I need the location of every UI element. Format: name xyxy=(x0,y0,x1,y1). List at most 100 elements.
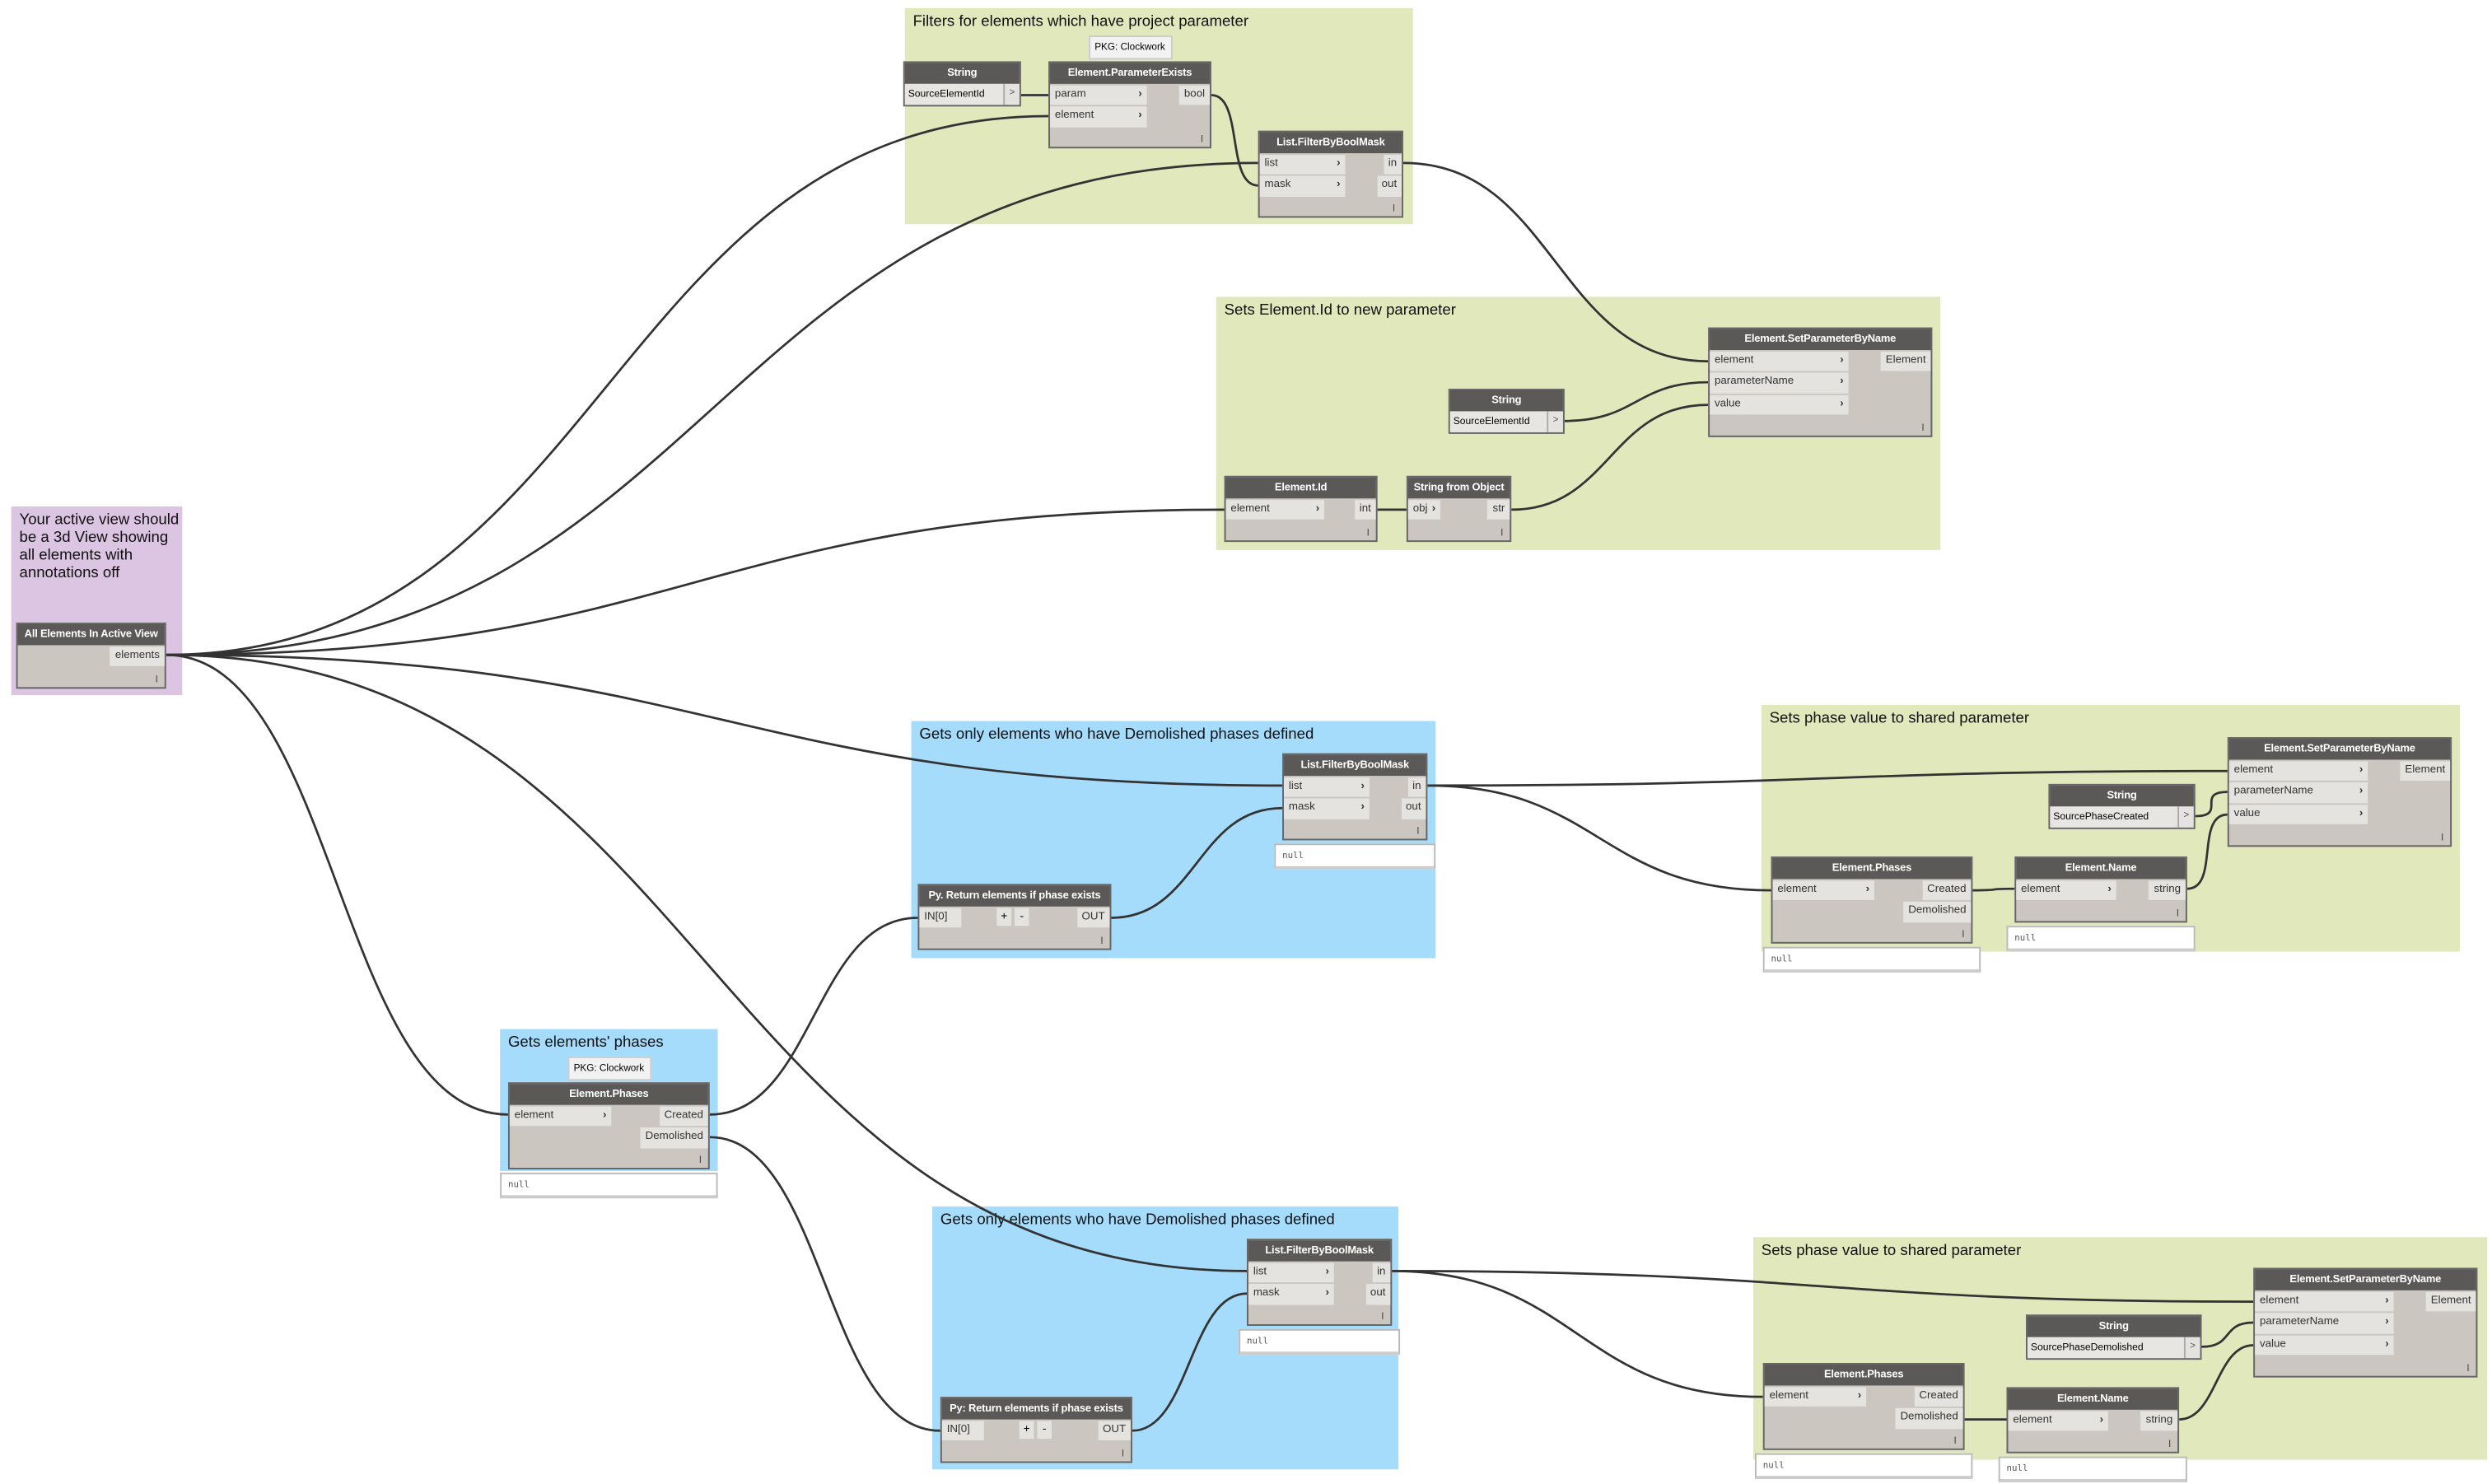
input-port-param[interactable]: param› xyxy=(1050,84,1147,105)
node-resize-handle[interactable]: I xyxy=(2176,908,2180,919)
input-port-parametername[interactable]: parameterName› xyxy=(2228,782,2368,803)
string-value-input[interactable]: SourceElementId xyxy=(1449,411,1549,432)
string-output-port[interactable]: > xyxy=(2179,806,2194,828)
output-port-element[interactable]: Element xyxy=(2425,1290,2476,1312)
input-port-value[interactable]: value› xyxy=(2255,1334,2394,1356)
node-resize-handle[interactable]: I xyxy=(1200,135,1204,146)
string-value-input[interactable]: SourcePhaseCreated xyxy=(2050,806,2180,828)
connector-wire[interactable] xyxy=(709,1136,940,1432)
string-output-port[interactable]: > xyxy=(1005,83,1020,105)
output-port-in[interactable]: in xyxy=(1372,1262,1391,1283)
input-port-element[interactable]: element› xyxy=(1225,499,1325,520)
input-port-element[interactable]: element› xyxy=(2016,880,2116,900)
node-resize-handle[interactable]: I xyxy=(2168,1440,2172,1449)
connector-wire[interactable] xyxy=(166,161,1258,656)
output-port-out[interactable]: out xyxy=(1365,1284,1391,1304)
remove-input-button[interactable]: - xyxy=(1014,908,1029,926)
input-port-value[interactable]: value› xyxy=(2228,804,2368,824)
output-port-elements[interactable]: elements xyxy=(110,646,165,666)
output-port-string[interactable]: string xyxy=(2149,880,2186,900)
node-resize-handle[interactable]: I xyxy=(2441,833,2444,843)
node-resize-handle[interactable]: I xyxy=(1100,936,1104,946)
node-resize-handle[interactable]: I xyxy=(698,1156,702,1167)
node-resize-handle[interactable]: I xyxy=(1500,528,1504,539)
output-port-demolished[interactable]: Demolished xyxy=(1903,901,1972,922)
output-port-created[interactable]: Created xyxy=(659,1105,708,1127)
input-port-mask[interactable]: mask› xyxy=(1284,798,1370,819)
connector-wire[interactable] xyxy=(1427,784,1771,892)
input-port-element[interactable]: element› xyxy=(1710,350,1849,371)
connector-wire[interactable] xyxy=(166,508,1225,656)
input-port-mask[interactable]: mask› xyxy=(1248,1284,1334,1304)
output-port-in[interactable]: in xyxy=(1383,154,1402,175)
node-resize-handle[interactable]: I xyxy=(1921,423,1925,433)
string-output-port[interactable]: > xyxy=(2185,1337,2200,1359)
input-port-element[interactable]: element› xyxy=(2255,1290,2394,1312)
string-output-port[interactable]: > xyxy=(1548,411,1563,432)
input-port-element[interactable]: element› xyxy=(2228,760,2368,781)
input-port-value[interactable]: value› xyxy=(1710,394,1849,415)
add-input-button[interactable]: + xyxy=(1019,1421,1034,1440)
output-port-created[interactable]: Created xyxy=(1914,1386,1963,1407)
string-value-input[interactable]: SourcePhaseDemolished xyxy=(2027,1337,2186,1359)
output-port-element[interactable]: Element xyxy=(2400,760,2451,781)
node-resize-handle[interactable]: I xyxy=(1381,1313,1384,1323)
input-port-in0[interactable]: IN[0] xyxy=(919,907,962,928)
input-port-element[interactable]: element› xyxy=(1050,106,1147,127)
input-port-element[interactable]: element› xyxy=(509,1105,612,1127)
output-port-str[interactable]: str xyxy=(1487,499,1510,520)
connector-wire[interactable] xyxy=(166,653,508,1116)
node-resize-handle[interactable]: I xyxy=(1366,528,1370,539)
output-port-bool[interactable]: bool xyxy=(1179,84,1210,105)
input-port-obj[interactable]: obj› xyxy=(1407,499,1441,520)
remove-input-button[interactable]: - xyxy=(1037,1421,1052,1440)
input-port-mask[interactable]: mask› xyxy=(1259,175,1346,196)
input-port-element[interactable]: element› xyxy=(2008,1410,2108,1431)
node-resize-handle[interactable]: I xyxy=(1962,931,1965,940)
node-resize-handle[interactable]: I xyxy=(1416,827,1420,838)
node-resize-handle[interactable]: I xyxy=(1392,204,1396,215)
output-port-out[interactable]: OUT xyxy=(1098,1420,1131,1441)
input-port-list[interactable]: list› xyxy=(1259,154,1346,175)
output-port-created[interactable]: Created xyxy=(1922,880,1972,900)
output-port-demolished[interactable]: Demolished xyxy=(640,1127,708,1148)
node-resize-handle[interactable]: I xyxy=(1121,1449,1125,1459)
output-port-out[interactable]: out xyxy=(1376,175,1402,196)
node-resize-handle[interactable]: I xyxy=(155,674,158,685)
connector-wire[interactable] xyxy=(709,917,918,1116)
node-resize-handle[interactable]: I xyxy=(1953,1437,1957,1447)
input-port-parametername[interactable]: parameterName› xyxy=(1710,372,1849,393)
output-port-out[interactable]: out xyxy=(1401,798,1426,819)
input-port-list[interactable]: list› xyxy=(1284,777,1370,797)
input-port-in0[interactable]: IN[0] xyxy=(941,1420,984,1441)
input-port-element[interactable]: element› xyxy=(1772,880,1874,900)
add-input-button[interactable]: + xyxy=(996,908,1012,926)
string-value-input[interactable]: SourceElementId xyxy=(904,83,1006,105)
input-port-list[interactable]: list› xyxy=(1248,1262,1334,1283)
input-port-parametername[interactable]: parameterName› xyxy=(2255,1313,2394,1333)
output-port-element[interactable]: Element xyxy=(1880,350,1931,371)
node-resize-handle[interactable]: I xyxy=(2466,1363,2470,1374)
output-port-demolished[interactable]: Demolished xyxy=(1895,1407,1963,1429)
connector-wire[interactable] xyxy=(1392,1270,1763,1398)
output-port-out[interactable]: OUT xyxy=(1076,907,1110,928)
